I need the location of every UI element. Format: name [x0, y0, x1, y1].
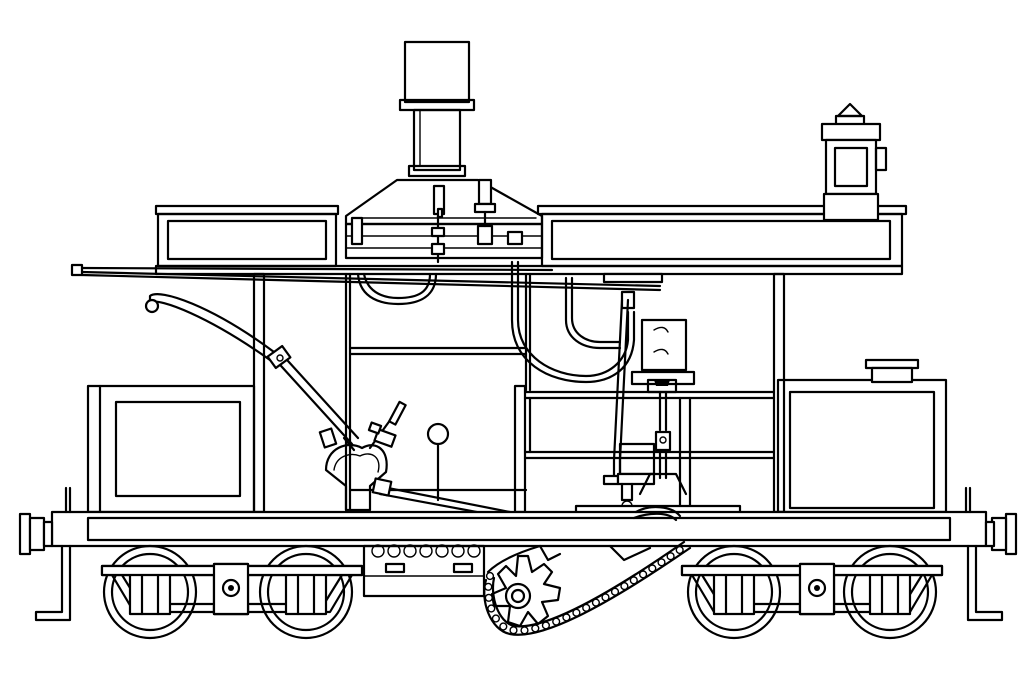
chain-link [531, 624, 540, 633]
truck-bolsters [100, 562, 944, 616]
chain-link [499, 622, 508, 631]
wheel-right-rear [842, 544, 938, 640]
chain-link [591, 598, 601, 607]
wheel-left-rear [258, 544, 354, 640]
gear-housing [362, 544, 486, 598]
chain-link [629, 576, 638, 585]
left-bunker [86, 384, 256, 514]
smokestack [398, 40, 476, 178]
chain-link [572, 608, 581, 617]
chain-links [484, 545, 684, 635]
chain-link [648, 564, 657, 573]
control-stand [318, 400, 522, 522]
reverse-lever [144, 293, 360, 446]
chain-link [487, 604, 496, 613]
left-water-tank [154, 204, 340, 268]
chain-link [582, 603, 591, 612]
chain-link [552, 617, 561, 626]
right-toolbox [776, 358, 948, 514]
chain-link [520, 626, 529, 635]
chain-link [610, 587, 620, 596]
right-buffer [964, 486, 1018, 622]
drive-chain [483, 506, 692, 636]
left-buffer [18, 486, 72, 622]
chain-link [638, 570, 648, 579]
chain-link [620, 581, 629, 591]
chain-link [509, 626, 518, 635]
steam-valves [430, 178, 497, 264]
chain-link [675, 545, 684, 555]
steam-pipes [356, 260, 664, 384]
chain-link [485, 571, 495, 581]
chain-link [601, 593, 610, 602]
chain-link [491, 614, 501, 623]
chain-link [484, 582, 493, 591]
valve-gear [574, 290, 742, 516]
drive-gear [490, 544, 652, 628]
headlamp [820, 102, 888, 222]
wheel-right-front [686, 544, 782, 640]
chain-link [657, 558, 666, 567]
chain-link [541, 621, 551, 630]
chain-link [484, 593, 493, 602]
wheel-left-front [102, 544, 198, 640]
railings [513, 384, 776, 514]
main-frame [50, 510, 988, 548]
throttle-rods [70, 263, 662, 292]
chain-link [666, 552, 675, 561]
chain-link [562, 613, 571, 622]
